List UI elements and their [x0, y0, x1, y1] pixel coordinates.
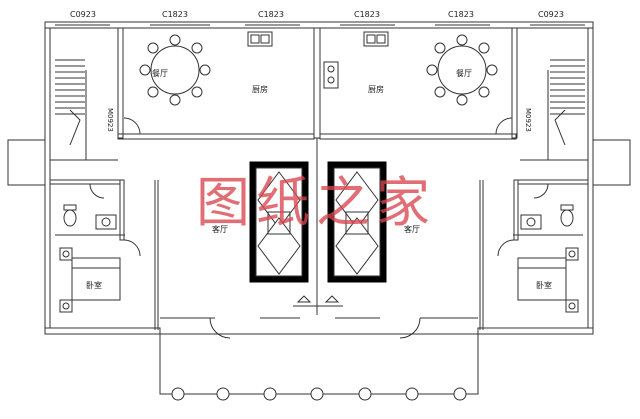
toilet-left: [63, 204, 117, 230]
window-label-c1823-4: C1823: [448, 10, 474, 19]
room-label-kitchen-right: 厨房: [368, 85, 384, 94]
kitchen-wall-right: [319, 133, 517, 140]
door-label-right: M0923: [524, 108, 532, 132]
window-label-c1823-3: C1823: [354, 10, 380, 19]
watermark-text: 图纸之家: [196, 171, 436, 234]
stove-right: [323, 61, 339, 89]
porch-columns: [171, 387, 467, 401]
kitchen-wall-left: [117, 133, 315, 140]
door-label-left: M0923: [106, 108, 114, 132]
entry-steps: [293, 295, 343, 307]
room-label-bedroom-left: 卧室: [86, 281, 102, 290]
sofa-set-left: [249, 161, 309, 283]
window-label-c0923-left: C0923: [70, 10, 96, 19]
stair-right: [550, 59, 585, 146]
right-outer-wall: [587, 27, 594, 329]
sink-right: [363, 31, 389, 47]
dining-table-right: [426, 34, 498, 106]
stair-left: [55, 59, 85, 146]
sofa-set-right: [327, 161, 387, 283]
room-label-living-right: 客厅: [404, 225, 420, 234]
window-label-c1823-2: C1823: [258, 10, 284, 19]
toilet-right: [520, 204, 574, 230]
dining-table-left: [139, 34, 211, 106]
center-wall-upper: [313, 27, 321, 139]
room-label-kitchen-left: 厨房: [252, 85, 268, 94]
room-label-bedroom-right: 卧室: [536, 281, 552, 290]
room-label-dining-left: 餐厅: [152, 69, 168, 78]
window-label-c0923-right: C0923: [538, 10, 564, 19]
room-label-living-left: 客厅: [212, 225, 228, 234]
bed-right: [517, 247, 579, 313]
bed-left: [59, 247, 121, 313]
sink-left: [247, 31, 273, 47]
left-outer-wall: [44, 27, 51, 329]
window-label-c1823-1: C1823: [162, 10, 188, 19]
room-label-dining-right: 餐厅: [456, 69, 472, 78]
front-porch: [159, 333, 479, 395]
top-wall: [44, 21, 594, 29]
